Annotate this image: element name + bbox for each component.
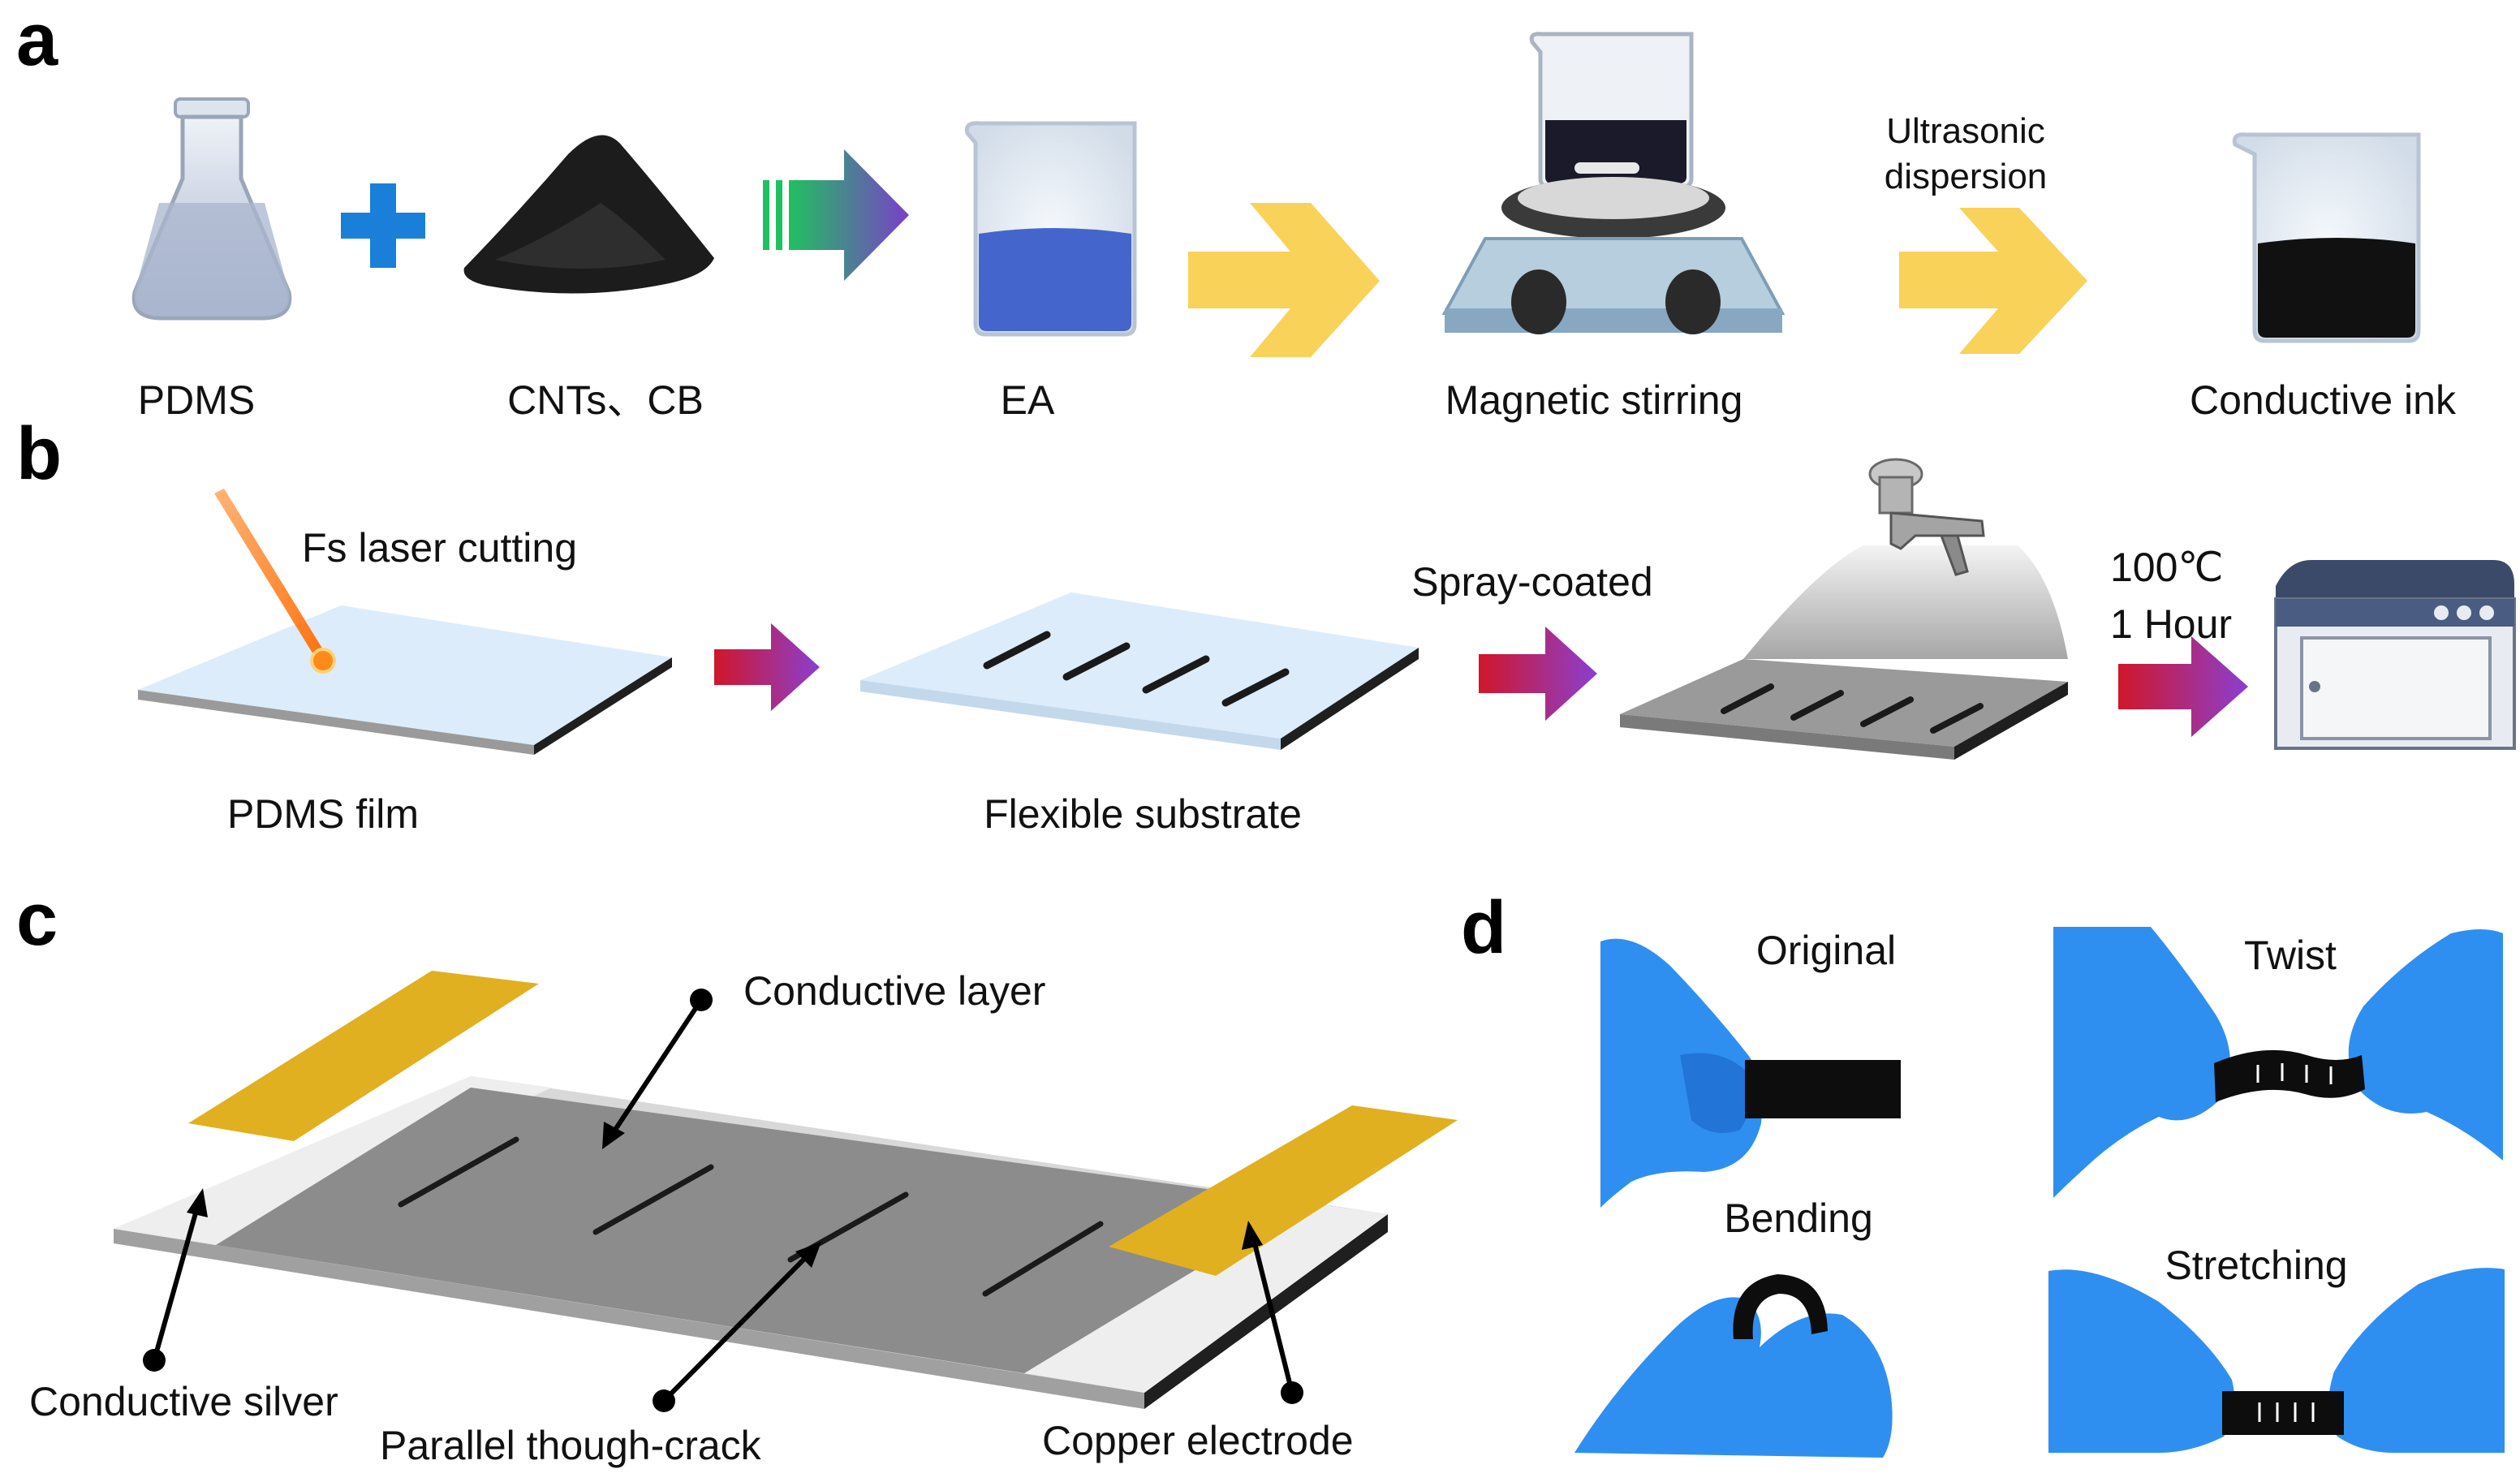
label-flexible-substrate: Flexible substrate	[984, 791, 1302, 837]
spray-gun-icon	[1868, 458, 1985, 576]
label-duration: 1 Hour	[2110, 601, 2232, 647]
leader-copper-electrode	[1242, 1221, 1303, 1404]
label-pdms-film: PDMS film	[227, 791, 419, 837]
glove-icon	[1574, 1297, 1893, 1458]
cnt-powder-pile-icon	[463, 135, 714, 294]
laser-spark-icon	[310, 648, 336, 674]
pdms-film-plate	[138, 489, 672, 755]
arrow-yellow-icon	[1899, 208, 2087, 354]
glove-icon	[1600, 938, 1763, 1208]
copper-electrode-left	[188, 971, 539, 1141]
photo-stretching: Stretching	[2048, 1243, 2505, 1453]
label-ea: EA	[1001, 377, 1055, 423]
label-conductive-layer: Conductive layer	[743, 968, 1045, 1014]
panel-letter-c: c	[16, 878, 58, 961]
conductive-layer	[216, 1088, 1307, 1373]
label-parallel-crack: Parallel though-crack	[380, 1423, 762, 1468]
magnetic-stirrer-icon	[1441, 32, 1786, 334]
label-conductive-silver: Conductive silver	[29, 1379, 338, 1424]
sensor-strip	[2214, 1049, 2365, 1102]
label-pdms: PDMS	[138, 377, 255, 423]
copper-electrode-right	[1109, 1105, 1458, 1276]
glove-icon	[2048, 1269, 2235, 1453]
panel-c: c Conductive layer Conductive sil	[16, 878, 1458, 1468]
label-ultrasonic-line1: Ultrasonic	[1886, 111, 2045, 151]
label-conductive-ink: Conductive ink	[2190, 377, 2457, 423]
spray-coated-plate	[1620, 545, 2068, 760]
sensor-strip	[1733, 1274, 1828, 1339]
glove-icon	[2348, 929, 2503, 1161]
label-temperature: 100℃	[2110, 545, 2224, 590]
arrow-gradient-icon	[714, 623, 820, 711]
crack-line	[982, 1221, 1104, 1297]
conductive-silver-right	[1024, 1203, 1388, 1393]
label-original: Original	[1756, 928, 1896, 973]
glove-icon	[2053, 927, 2230, 1198]
oven-icon	[2274, 560, 2516, 750]
leader-conductive-layer	[602, 989, 713, 1149]
label-twist: Twist	[2244, 933, 2337, 978]
leader-parallel-crack	[653, 1242, 821, 1412]
label-ultrasonic-line2: dispersion	[1885, 157, 2048, 196]
plus-icon	[341, 183, 425, 268]
photo-twist: Twist	[2053, 927, 2503, 1198]
conductive-ink-beaker-icon	[2232, 132, 2421, 343]
arrow-green-icon	[763, 149, 909, 281]
laser-beam-icon	[214, 489, 328, 662]
sensor-strip	[1745, 1060, 1901, 1118]
panel-d: d Original Twist Bending	[1461, 886, 2505, 1458]
photo-bending: Bending	[1574, 1196, 1893, 1458]
label-copper-electrode: Copper electrode	[1042, 1418, 1354, 1463]
label-stretching: Stretching	[2165, 1243, 2347, 1288]
panel-letter-d: d	[1461, 886, 1506, 969]
label-cnts-cb: CNTs、CB	[507, 377, 704, 423]
crack-line	[592, 1164, 714, 1235]
photo-original: Original	[1600, 928, 1901, 1208]
panel-a: a PDMS CNTs、CB EA	[16, 0, 2457, 423]
arrow-yellow-icon	[1188, 203, 1380, 357]
leader-conductive-silver	[143, 1188, 208, 1372]
arrow-gradient-icon	[2118, 636, 2248, 737]
sensor-strip	[2222, 1391, 2344, 1435]
panel-letter-a: a	[16, 0, 58, 81]
flexible-substrate-plate	[860, 592, 1419, 750]
label-bending: Bending	[1724, 1196, 1873, 1241]
label-spray-coated: Spray-coated	[1411, 559, 1652, 605]
panel-letter-b: b	[16, 412, 62, 495]
glove-icon	[2328, 1268, 2505, 1453]
arrow-gradient-icon	[1479, 627, 1597, 721]
crack-line	[398, 1136, 519, 1208]
ea-beaker-icon	[964, 121, 1137, 337]
label-magnetic-stirring: Magnetic stirring	[1445, 377, 1743, 423]
pdms-flask-icon	[131, 97, 292, 321]
label-fs-laser-cutting: Fs laser cutting	[302, 525, 577, 571]
panel-b: b Fs laser cutting PDMS film Flexible su…	[16, 412, 2516, 837]
